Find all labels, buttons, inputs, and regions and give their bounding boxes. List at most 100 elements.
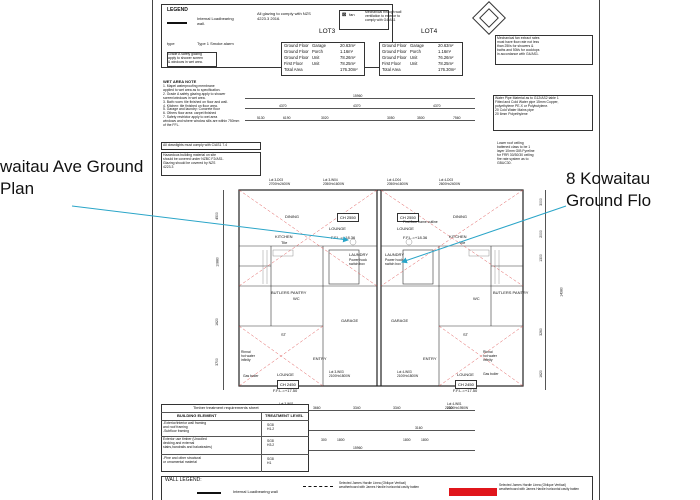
timber-divider-4: [161, 454, 309, 455]
legend-title: LEGEND: [167, 7, 188, 13]
rinnai-note-lot3: Rinnai hot water infinity: [241, 350, 255, 362]
loadbearing-wall-symbol: [167, 22, 187, 24]
window-top-lot4-d04: Lot 4-D04 2050Hx1600W: [387, 178, 409, 186]
dim-left-d: 3700: [214, 358, 219, 366]
dim-line-bottom-2: [245, 430, 475, 431]
lot3-area-table: [281, 42, 365, 76]
legend-loadbearing: Internal Loadbearing wall.: [197, 16, 234, 26]
gas-boiler-lot3: Gas boiler: [243, 374, 259, 378]
ffl-lot3: F.F.L.=+18.36: [331, 235, 356, 240]
lot4-area-cell: 20.63m²: [438, 43, 454, 48]
ffl-lot4: F.F.L.=+18.36: [403, 235, 428, 240]
dim-bottom-b: 3660: [313, 406, 321, 410]
legend-safety-glazing: Grade A safety glazing apply to shower s…: [168, 52, 203, 64]
lot4-area-table: [379, 42, 463, 76]
lot3-area-cell: Total Area: [284, 67, 303, 72]
room-entry-lot3: ENTRY: [313, 356, 327, 361]
water-pipe-box: [493, 95, 593, 131]
dim-left-c: 1620: [214, 318, 219, 326]
lot4-title: LOT4: [421, 28, 438, 35]
dim-top-g: 3050: [387, 116, 395, 120]
hazardous-note: Hazardous building material on site shou…: [163, 153, 224, 169]
room-kitchen-lot4: KITCHEN: [449, 234, 467, 239]
lot4-area-cell: 1.16m²: [438, 49, 452, 54]
red-wall-swatch: [449, 488, 497, 496]
callout-left-line2: Plan: [0, 178, 35, 198]
dim-top-c: 4370: [433, 104, 441, 108]
timber-row3-element: -Pine and other structural or ornamental…: [163, 456, 202, 464]
room-dining-lot3: DINING: [285, 214, 299, 219]
wall-legend-frame: [161, 476, 593, 500]
lot3-area-cell: Ground Floor: [284, 49, 309, 54]
timber-row1-element: -Exterior/interior wall framing and roof…: [163, 421, 207, 433]
power-hook-lot4: Power hook switch box: [385, 258, 403, 266]
dim-bottom-h: 300: [321, 438, 327, 442]
room-lounge-lot4: LOUNGE: [397, 226, 414, 231]
timber-row2-level: SG8 H3.2: [267, 439, 275, 447]
callout-left-line1: waitau Ave Ground: [0, 157, 144, 176]
weatherboard-symbol-1: [303, 486, 333, 487]
downlights-box: [161, 142, 261, 150]
room-st-lot4: ST: [463, 332, 469, 337]
dim-line-left: [223, 190, 224, 390]
window-bottom-lot4-w01: Lot 4-W01 2100Hx1950W: [447, 402, 469, 410]
fan-note-box: [339, 10, 389, 30]
timber-col-divider: [261, 412, 262, 472]
dim-line-bottom-1: [245, 410, 475, 411]
hazardous-box: [161, 152, 261, 176]
dim-top-f: 3020: [321, 116, 329, 120]
room-laundry-lot3: LAUNDRY: [349, 252, 369, 257]
lower-roof-note: Lower roof ceiling battened class to be …: [497, 141, 535, 165]
dim-bottom-k: 1800: [421, 438, 429, 442]
lot3-area-cell: 78.26m²: [340, 55, 356, 60]
rinnai-note-lot4: Rinnai hot water infinity: [483, 350, 497, 362]
lot3-area-cell: Ground Floor: [284, 43, 309, 48]
legend-fan-note: Mechanical through wall ventilation to e…: [365, 10, 402, 22]
fan-icon: ⊠: [342, 12, 347, 18]
safety-glazing-box: [167, 52, 217, 67]
timber-divider-1: [161, 412, 309, 413]
dim-right-e: 3260: [538, 328, 543, 336]
room-entry-lot4: ENTRY: [423, 356, 437, 361]
lot4-area-cell: First Floor: [382, 61, 401, 66]
lot4-area-cell: Total Area: [382, 67, 401, 72]
lot4-area-cell: Unit: [410, 61, 418, 66]
wall-legend-item3: Selected James Hardie Linea (Oblique Ver…: [499, 483, 580, 491]
dim-right-a: 3000: [538, 198, 543, 206]
ceiling-height-lower-lot4: CH 2450: [455, 380, 477, 389]
floor-plan-drawing: [238, 189, 524, 387]
room-dining-lot4: DINING: [453, 214, 467, 219]
lot3-area-cell: 78.25m²: [340, 61, 356, 66]
dim-top-a: 4370: [279, 104, 287, 108]
dim-line-bottom-overall: [245, 450, 475, 451]
ffl-lower-lot4: F.F.L.=+17.50: [453, 388, 478, 393]
legend-smoke-code: type: [167, 41, 175, 46]
dim-bottom-overall: 15960: [353, 446, 363, 450]
room-st-lot3: ST: [281, 332, 287, 337]
lot4-area-cell: Garage: [410, 43, 424, 48]
lot3-title: LOT3: [319, 28, 336, 35]
timber-row2-element: Exterior use timber (Uncoiled decking an…: [163, 437, 213, 449]
drawing-sheet: LEGEND Internal Loadbearing wall. type T…: [152, 0, 600, 500]
water-pipe-note: Water Pipe Material as to G12/AS2 table …: [495, 96, 559, 116]
legend-fan-label: fan: [349, 12, 355, 17]
dim-line-top-overall: [245, 98, 475, 99]
room-lounge-lot3: LOUNGE: [329, 226, 346, 231]
dim-top-i: 7560: [453, 116, 461, 120]
timber-row1-level: SG8 H1.2: [267, 423, 275, 431]
loadbearing-symbol: [197, 492, 221, 494]
lot3-area-cell: First Floor: [284, 61, 303, 66]
legend-nzs-note: All glazing to comply with NZS 4223.3 20…: [257, 11, 311, 21]
room-wc-lot3: WC: [293, 296, 300, 301]
window-top-lot3-d03: Lot 3-D03 2700Hx2400W: [269, 178, 291, 186]
timber-divider-2: [161, 420, 309, 421]
dim-left-b: 4500: [214, 212, 219, 220]
dim-top-e: 6190: [283, 116, 291, 120]
callout-left: waitau Ave Ground Plan: [0, 156, 143, 200]
dim-top-h: 3500: [417, 116, 425, 120]
timber-header-treatment: TREATMENT LEVEL: [265, 413, 304, 418]
lot4-area-cell: 78.25m²: [438, 61, 454, 66]
lot3-area-cell: Garage: [312, 43, 326, 48]
dim-line-right: [545, 190, 546, 390]
room-garage-lot4: GARAGE: [391, 318, 409, 323]
